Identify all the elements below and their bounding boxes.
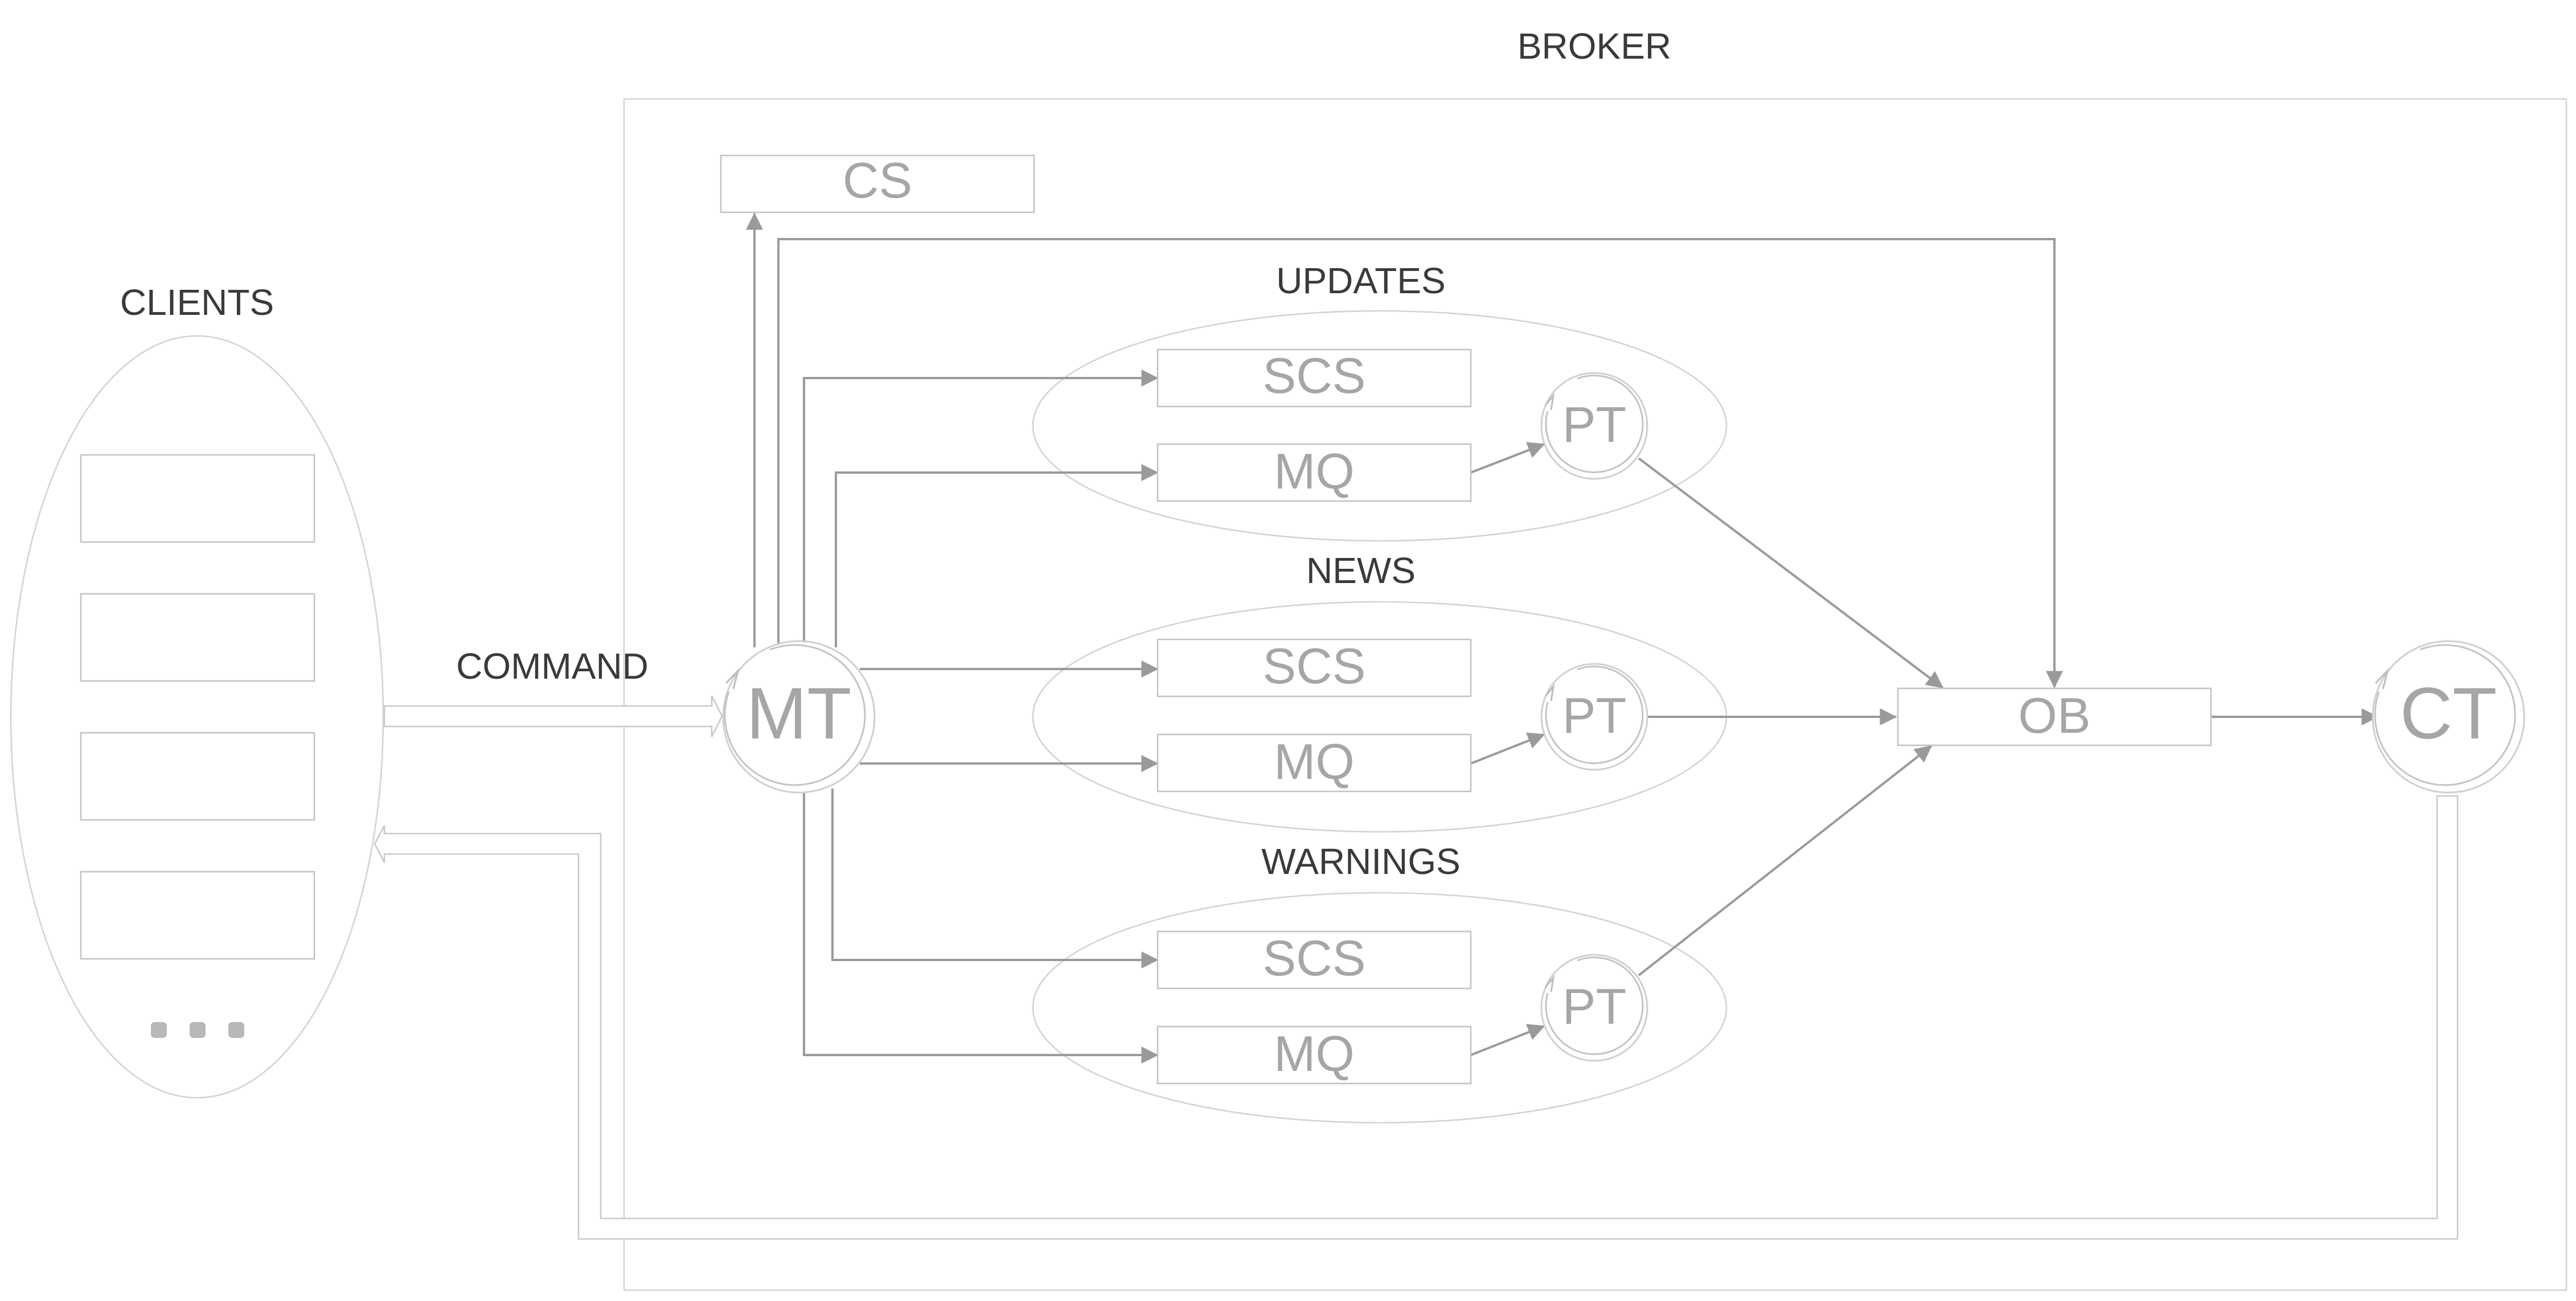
news-title: NEWS	[1306, 550, 1416, 591]
arrow-mt-warnings-mq	[803, 791, 1159, 1064]
command-label: COMMAND	[456, 646, 649, 687]
news-pt-node[interactable]: PT	[1540, 663, 1648, 771]
news-mq-box[interactable]	[1156, 733, 1472, 793]
warnings-pt-label: PT	[1562, 978, 1626, 1035]
client-slot-1[interactable]	[80, 454, 315, 543]
ob-box[interactable]	[1897, 687, 2212, 746]
updates-scs-label: SCS	[1263, 347, 1366, 404]
warnings-pt-cycle-icon	[1544, 974, 1555, 992]
updates-scs-box[interactable]	[1156, 348, 1472, 408]
updates-mq-box[interactable]	[1156, 443, 1472, 502]
arrow-warnings-mq-pt	[1470, 1024, 1545, 1056]
arrow-updates-mq-pt	[1470, 442, 1545, 474]
cs-box[interactable]	[720, 154, 1035, 214]
news-mq-label: MQ	[1274, 733, 1355, 790]
warnings-mq-box[interactable]	[1156, 1025, 1472, 1085]
warnings-scs-label: SCS	[1263, 930, 1366, 986]
connection-arrows	[746, 212, 2379, 1064]
warnings-group	[1032, 892, 1728, 1124]
updates-mq-label: MQ	[1274, 443, 1355, 499]
command-arrow	[383, 695, 723, 737]
more-clients-ellipsis	[151, 1022, 244, 1038]
news-scs-box[interactable]	[1156, 638, 1472, 697]
news-scs-label: SCS	[1263, 638, 1366, 694]
client-slot-4[interactable]	[80, 871, 315, 960]
response-return-arrow	[374, 795, 2459, 1240]
updates-pt-node[interactable]: PT	[1540, 372, 1648, 480]
arrow-mt-updates-mq	[835, 464, 1159, 647]
arrow-news-mq-pt	[1470, 732, 1545, 765]
cs-label: CS	[843, 152, 912, 208]
news-pt-label: PT	[1562, 687, 1626, 744]
client-slot-2[interactable]	[80, 593, 315, 682]
client-slot-3[interactable]	[80, 732, 315, 821]
arrow-updates-pt-ob	[1638, 457, 1944, 689]
broker-container	[623, 98, 2567, 1291]
updates-title: UPDATES	[1276, 260, 1446, 301]
updates-pt-label: PT	[1562, 396, 1626, 453]
warnings-mq-label: MQ	[1274, 1025, 1355, 1082]
arrow-mt-warnings-scs	[831, 789, 1159, 968]
arrow-mt-ob-bus	[777, 238, 2063, 688]
clients-title: CLIENTS	[120, 282, 274, 323]
warnings-title: WARNINGS	[1261, 841, 1461, 882]
mt-cycle-icon	[725, 667, 740, 690]
ob-label: OB	[2018, 687, 2090, 744]
updates-group	[1032, 310, 1728, 542]
broker-title: BROKER	[1517, 26, 1671, 67]
updates-pt-cycle-icon	[1544, 392, 1555, 411]
warnings-scs-box[interactable]	[1156, 930, 1472, 990]
clients-group	[10, 335, 384, 1099]
ct-cycle-icon	[2374, 667, 2389, 690]
mt-label: MT	[746, 673, 852, 754]
ct-label: CT	[2400, 673, 2497, 754]
arrow-warnings-pt-ob	[1638, 745, 1933, 976]
ct-node[interactable]: CT	[2372, 640, 2525, 794]
warnings-pt-node[interactable]: PT	[1540, 954, 1648, 1062]
mt-node[interactable]: MT	[722, 640, 876, 794]
arrow-mt-updates-scs	[803, 370, 1159, 643]
news-pt-cycle-icon	[1544, 683, 1555, 701]
